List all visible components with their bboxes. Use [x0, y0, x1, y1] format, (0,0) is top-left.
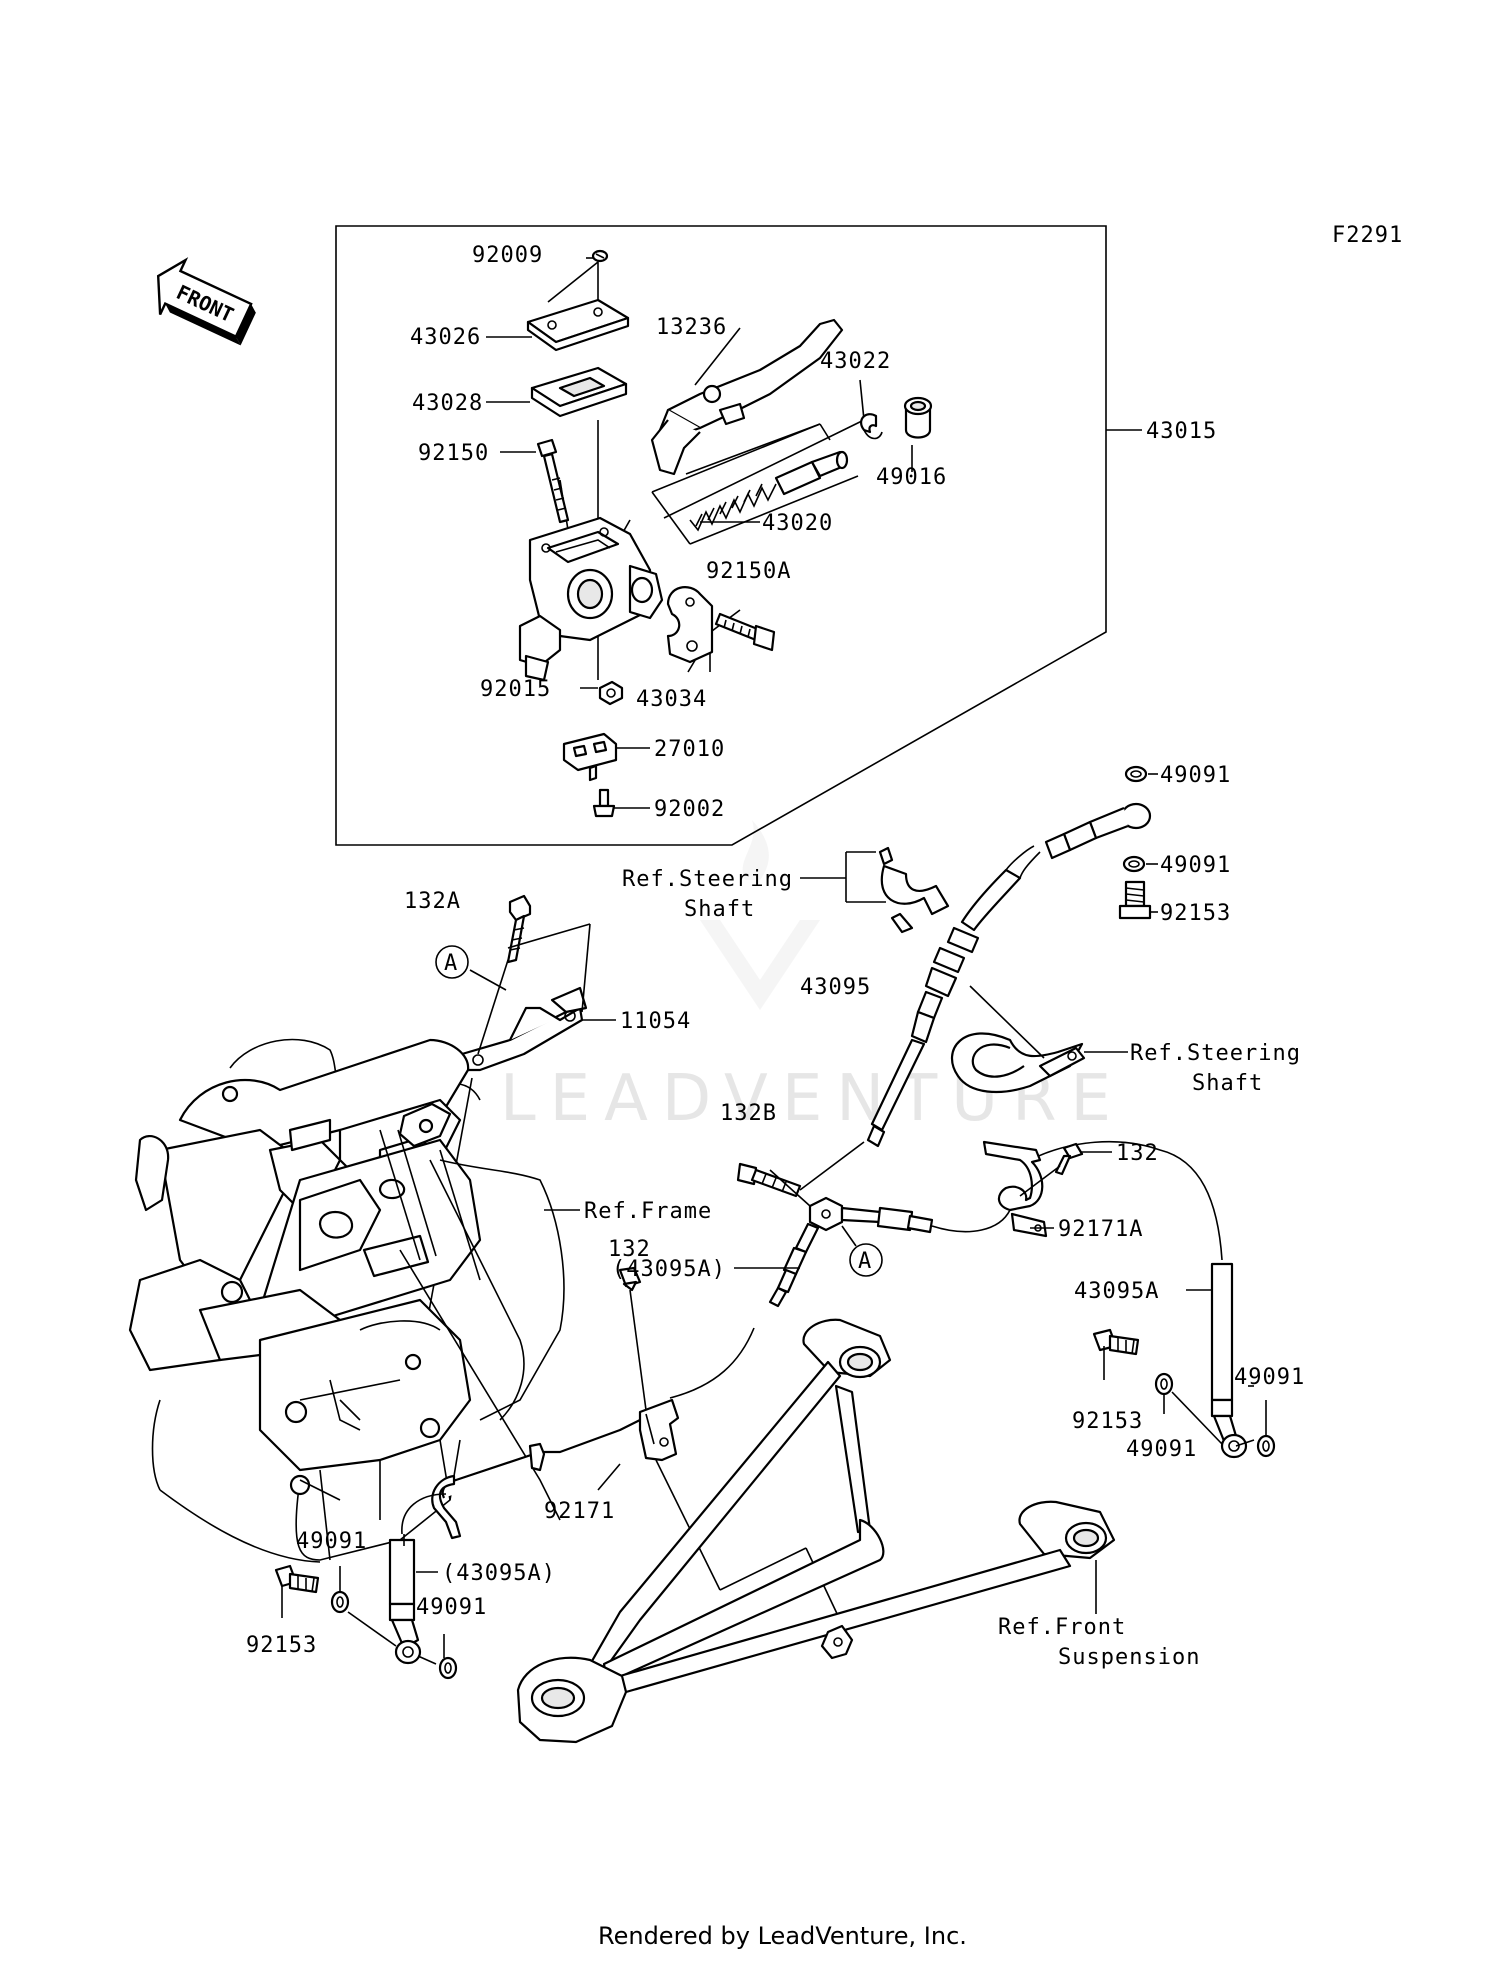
watermark-logo [700, 820, 820, 1010]
callout-43034: 43034 [636, 687, 707, 712]
leader-lines-top [486, 257, 1142, 809]
callout-92150A: 92150A [706, 559, 791, 584]
ref-frame: Ref.Frame [584, 1199, 712, 1224]
callout-43026: 43026 [410, 325, 481, 350]
part-43095A-hose-lower [388, 1327, 755, 1665]
ref-steering-shaft-2-line2: Shaft [1192, 1071, 1263, 1096]
part-92171-clamp [638, 1398, 680, 1462]
callout-43095A: 43095A [1074, 1279, 1159, 1304]
callout-43028: 43028 [412, 391, 483, 416]
bracket-43020 [651, 423, 859, 545]
frame-structure [128, 1038, 565, 1563]
part-13236-lever [650, 318, 844, 476]
part-43028-diaphragm [530, 366, 628, 418]
callout-132A: 132A [404, 889, 461, 914]
figure-code: F2291 [1332, 223, 1403, 248]
callout-92153-right: 92153 [1072, 1409, 1143, 1434]
part-master-cylinder-body [518, 516, 664, 682]
callout-92015: 92015 [480, 677, 551, 702]
part-43034-holder [666, 586, 714, 664]
ref-marker-a-2: A [849, 1243, 883, 1277]
part-92153-bolt-top [1118, 880, 1152, 920]
ref-marker-a-1: A [435, 945, 469, 979]
callout-49091-lower-a: 49091 [296, 1529, 367, 1554]
leader-lines-joint [734, 1141, 865, 1269]
ref-steering-shaft-1-line2: Shaft [684, 897, 755, 922]
callout-92153-top: 92153 [1160, 901, 1231, 926]
leader-lines-steering-2 [969, 985, 1128, 1059]
part-49091-washer-lower-a [330, 1566, 397, 1647]
part-92153-bolt-lower [274, 1564, 320, 1618]
leader-lines-banjo-top [1146, 773, 1158, 913]
callout-43095A-paren: (43095A) [612, 1257, 726, 1282]
part-92150A-bolt [714, 612, 776, 652]
part-43022-circlip [860, 413, 883, 440]
front-suspension-arm [516, 1318, 1116, 1744]
callout-92150: 92150 [418, 441, 489, 466]
ref-a-label-2: A [858, 1249, 872, 1274]
callout-43095: 43095 [800, 975, 871, 1000]
part-92009-screw [591, 249, 609, 263]
part-132-bolt-right [1054, 1142, 1084, 1176]
leader-lines-92171A [1019, 1151, 1255, 1447]
assembly-box [335, 225, 1107, 846]
ref-steering-shaft-1-line1: Ref.Steering [622, 867, 793, 892]
ref-a-label-1: A [444, 951, 458, 976]
callout-27010: 27010 [654, 737, 725, 762]
ref-front-suspension-line2: Suspension [1058, 1645, 1200, 1670]
callout-92009: 92009 [472, 243, 543, 268]
part-92171A-clamp [982, 1140, 1048, 1238]
callout-92171: 92171 [544, 1499, 615, 1524]
part-92150-bolt [536, 438, 570, 524]
callout-43020: 43020 [762, 511, 833, 536]
callout-49091-lower-b: 49091 [416, 1595, 487, 1620]
callout-49091-right-a: 49091 [1126, 1437, 1197, 1462]
front-arrow-icon: FRONT [156, 257, 256, 346]
leader-lines-steering-1 [800, 851, 886, 903]
part-49091-washer-top [1124, 765, 1148, 783]
part-92153-bolt-right [1092, 1328, 1140, 1380]
callout-13236: 13236 [656, 315, 727, 340]
part-49091-washer-mid [1122, 855, 1146, 873]
callout-43095A-paren-2: (43095A) [442, 1561, 556, 1586]
callout-49091-top: 49091 [1160, 763, 1231, 788]
callout-132-right: 132 [1116, 1141, 1159, 1166]
callout-132-lower: 132 [608, 1237, 651, 1262]
part-49016-boot [903, 396, 933, 439]
ref-steering-shaft-2-line1: Ref.Steering [1130, 1041, 1301, 1066]
part-43095-brake-hose [866, 845, 1041, 1148]
part-banjo-fitting-top [1044, 802, 1152, 860]
callout-49091-mid: 49091 [1160, 853, 1231, 878]
ref-front-suspension-line1: Ref.Front [998, 1615, 1126, 1640]
part-132A-bolt [506, 894, 532, 964]
footer-credit: Rendered by LeadVenture, Inc. [598, 1922, 967, 1950]
callout-49016: 49016 [876, 465, 947, 490]
part-49091-washer-lower-b [417, 1634, 458, 1680]
part-92002-screw [592, 788, 616, 818]
part-132-bolt-lower [618, 1266, 647, 1411]
callout-49091-right-b: 49091 [1234, 1365, 1305, 1390]
callout-92171A: 92171A [1058, 1217, 1143, 1242]
part-49091-washer-right-b [1256, 1400, 1276, 1458]
part-43020-piston [689, 450, 849, 532]
part-27010-switch [562, 732, 618, 782]
callout-43022: 43022 [820, 349, 891, 374]
part-11054-bracket [460, 986, 588, 1072]
steering-clamp-upper [878, 846, 950, 934]
callout-11054: 11054 [620, 1009, 691, 1034]
callout-92002: 92002 [654, 797, 725, 822]
part-brake-joint [768, 1196, 934, 1308]
part-132B-bolt [736, 1162, 802, 1198]
callout-43015: 43015 [1146, 419, 1217, 444]
steering-clamp-lower [951, 1032, 1086, 1094]
callout-92153-lower: 92153 [246, 1633, 317, 1658]
leader-lines-lower-left [403, 1459, 841, 1621]
part-49091-washer-right-a [1154, 1372, 1223, 1445]
part-43026-cap [526, 298, 630, 352]
callout-132B: 132B [720, 1101, 777, 1126]
part-92015-nut [598, 680, 624, 706]
